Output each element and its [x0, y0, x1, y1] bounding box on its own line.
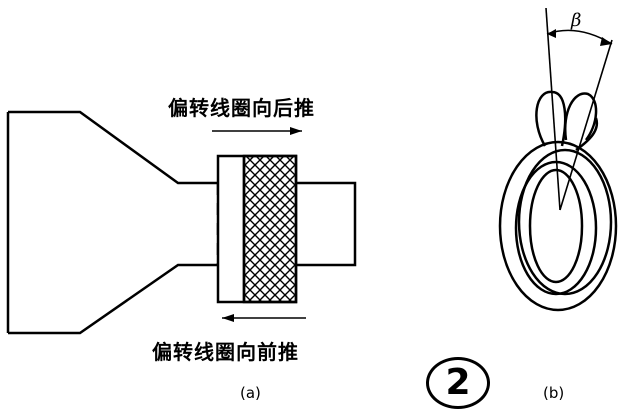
- arrow-push-forward: [222, 314, 306, 322]
- subfigure-a-label: (a): [240, 384, 261, 402]
- figure-number-badge: 2: [426, 357, 490, 409]
- push-back-label: 偏转线圈向后推: [168, 96, 315, 120]
- picture-tube-outline: [6, 110, 357, 335]
- subfigure-b-label: (b): [543, 384, 565, 402]
- angle-beta-label: β: [571, 10, 582, 31]
- push-forward-label: 偏转线圈向前推: [152, 340, 299, 364]
- arrow-push-back: [212, 127, 302, 135]
- deflection-yoke: [216, 154, 298, 304]
- deflection-coil-ring: [498, 7, 618, 312]
